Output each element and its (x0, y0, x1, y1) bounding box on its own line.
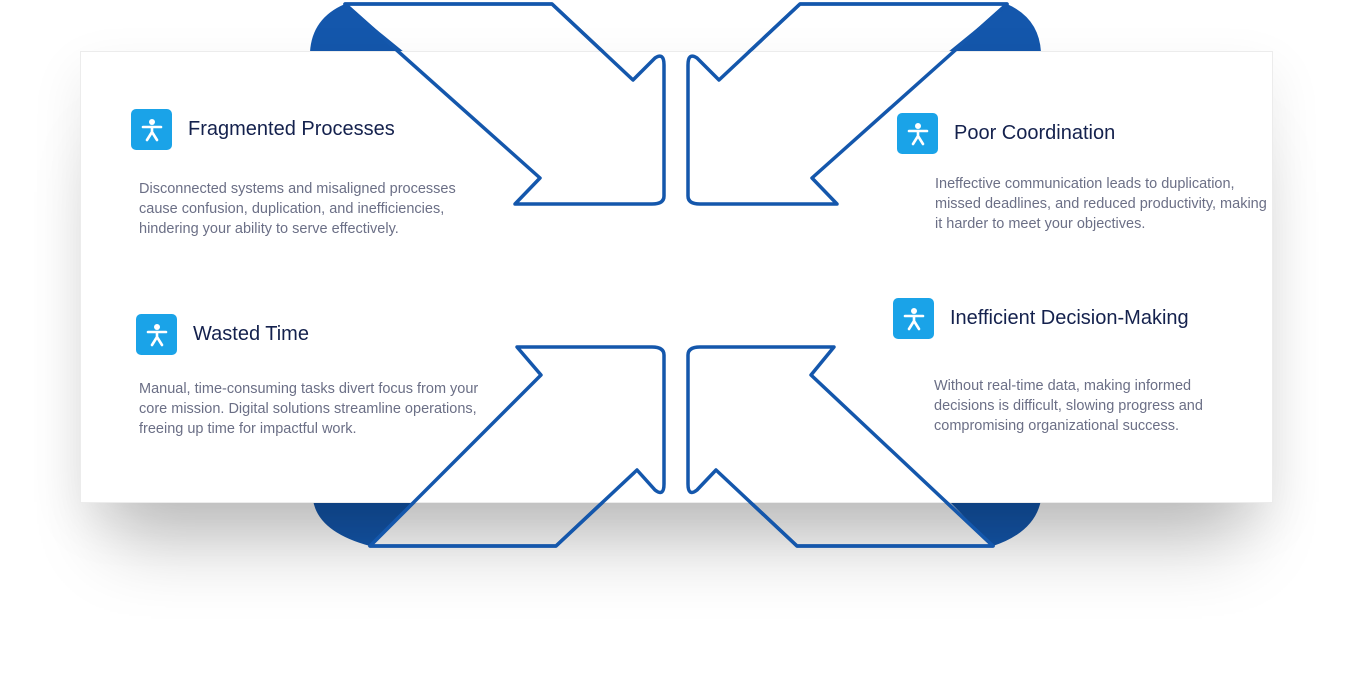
accessibility-person-icon (897, 113, 938, 154)
item-fragmented-processes: Fragmented Processes (131, 109, 395, 150)
accessibility-person-icon (131, 109, 172, 150)
item-title: Fragmented Processes (188, 118, 395, 140)
item-title: Inefficient Decision-Making (950, 307, 1189, 329)
accessibility-person-icon (893, 298, 934, 339)
item-header: Inefficient Decision-Making (893, 298, 1189, 339)
item-header: Wasted Time (136, 314, 309, 355)
item-description: Disconnected systems and misaligned proc… (139, 181, 456, 237)
item-title: Poor Coordination (954, 122, 1116, 144)
accessibility-person-icon (136, 314, 177, 355)
arrow-cap-bottom-right (948, 500, 1041, 546)
item-header: Fragmented Processes (131, 109, 395, 150)
arrow-cap-top-left (310, 4, 404, 52)
arrow-cap-top-right (948, 4, 1041, 52)
item-header: Poor Coordination (897, 113, 1115, 154)
item-wasted-time: Wasted Time (136, 314, 309, 355)
arrow-cap-bottom-left (313, 500, 414, 546)
item-description: Manual, time-consuming tasks divert focu… (139, 381, 479, 437)
item-inefficient-decision-making: Inefficient Decision-Making (893, 298, 1189, 339)
item-description: Ineffective communication leads to dupli… (935, 176, 1267, 232)
item-title: Wasted Time (193, 323, 309, 345)
content-card (80, 51, 1273, 503)
item-description: Without real-time data, making informed … (934, 378, 1203, 434)
item-poor-coordination: Poor Coordination (897, 113, 1115, 154)
